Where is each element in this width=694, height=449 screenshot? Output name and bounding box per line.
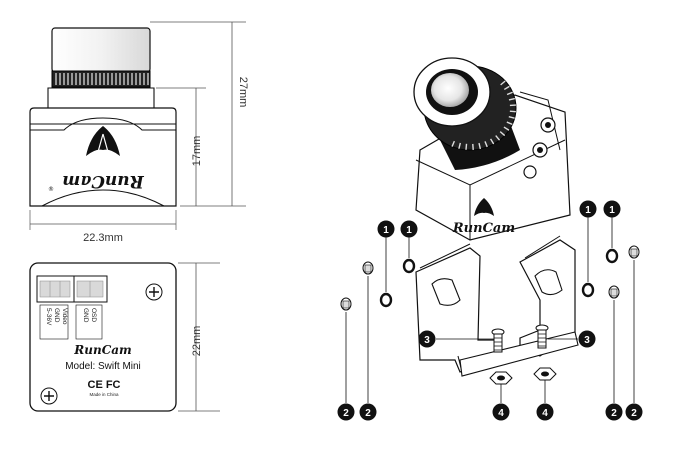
lens-cap [51, 27, 151, 73]
callout-1b: 1 [400, 220, 418, 238]
svg-text:1: 1 [609, 205, 615, 216]
dim-back-height: 22mm [178, 262, 220, 412]
svg-text:2: 2 [365, 408, 371, 419]
svg-text:3: 3 [424, 335, 430, 346]
dim-width: 22.3mm [29, 210, 177, 244]
logo-emblem [86, 126, 120, 156]
svg-text:4: 4 [498, 408, 504, 419]
front-view: RunCam ® [29, 27, 177, 207]
callout-2d: 2 [625, 403, 643, 421]
nut-left-icon [489, 371, 513, 385]
cert-marks: CE FC [88, 379, 121, 391]
svg-text:1: 1 [406, 225, 412, 236]
callout-1a: 1 [377, 220, 395, 238]
svg-text:1: 1 [585, 205, 591, 216]
model-label: Model: Swift Mini [65, 361, 141, 372]
callout-2c: 2 [605, 403, 623, 421]
screw-long-left-icon [491, 328, 505, 353]
svg-text:2: 2 [631, 408, 637, 419]
callout-1c: 1 [579, 200, 597, 218]
pin-labels: 5-36V GND Video GND OSD [39, 304, 103, 340]
svg-text:®: ® [48, 186, 54, 193]
callout-markers: 1 1 1 1 2 2 2 [337, 200, 643, 421]
screw-long-right-icon [535, 324, 549, 349]
bracket-left [415, 243, 501, 373]
callout-2a: 2 [337, 403, 355, 421]
nut-right-icon [533, 367, 557, 381]
svg-text:1: 1 [383, 225, 389, 236]
callout-1d: 1 [603, 200, 621, 218]
exploded-brand: RunCam [452, 221, 515, 236]
screw-bottom-left-icon [40, 387, 58, 405]
made-in-label: Made in China [89, 392, 119, 397]
screw-top-right-icon [145, 283, 163, 301]
pin-5-36v: 5-36V [45, 308, 52, 326]
callout-2b: 2 [359, 403, 377, 421]
leader-lines [345, 217, 635, 403]
callout-3a: 3 [418, 330, 436, 348]
back-brand: RunCam [73, 343, 131, 357]
svg-text:2: 2 [611, 408, 617, 419]
front-brand: RunCam [62, 171, 144, 191]
base-plate [459, 331, 579, 377]
lens-glass [431, 73, 469, 107]
exploded-view: RunCam [337, 57, 643, 421]
short-screw-icons [340, 245, 640, 311]
callout-4a: 4 [492, 403, 510, 421]
dim-17mm: 17mm [191, 136, 203, 167]
callout-4b: 4 [536, 403, 554, 421]
dim-27mm: 27mm [237, 77, 249, 108]
pin-osd: OSD [90, 308, 97, 322]
pin-video: Video [61, 308, 68, 325]
pin-gnd-2: GND [82, 308, 89, 323]
dim-height-body: 17mm [156, 87, 206, 206]
callout-3b: 3 [578, 330, 596, 348]
camera-3d: RunCam [413, 57, 571, 241]
dim-height-total: 27mm [150, 21, 249, 207]
dim-22mm: 22mm [191, 326, 203, 357]
pin-gnd-1: GND [53, 308, 60, 323]
camera-body [29, 107, 177, 207]
back-view: 5-36V GND Video GND OSD RunCam Model: Sw… [29, 262, 177, 412]
bracket-right [519, 235, 576, 357]
svg-text:4: 4 [542, 408, 548, 419]
svg-text:3: 3 [584, 335, 590, 346]
knurled-ring [51, 70, 151, 88]
svg-text:2: 2 [343, 408, 349, 419]
lens-neck [47, 87, 155, 109]
connector [36, 275, 108, 303]
washer-icons [379, 248, 619, 308]
dim-22-3mm: 22.3mm [83, 232, 123, 244]
